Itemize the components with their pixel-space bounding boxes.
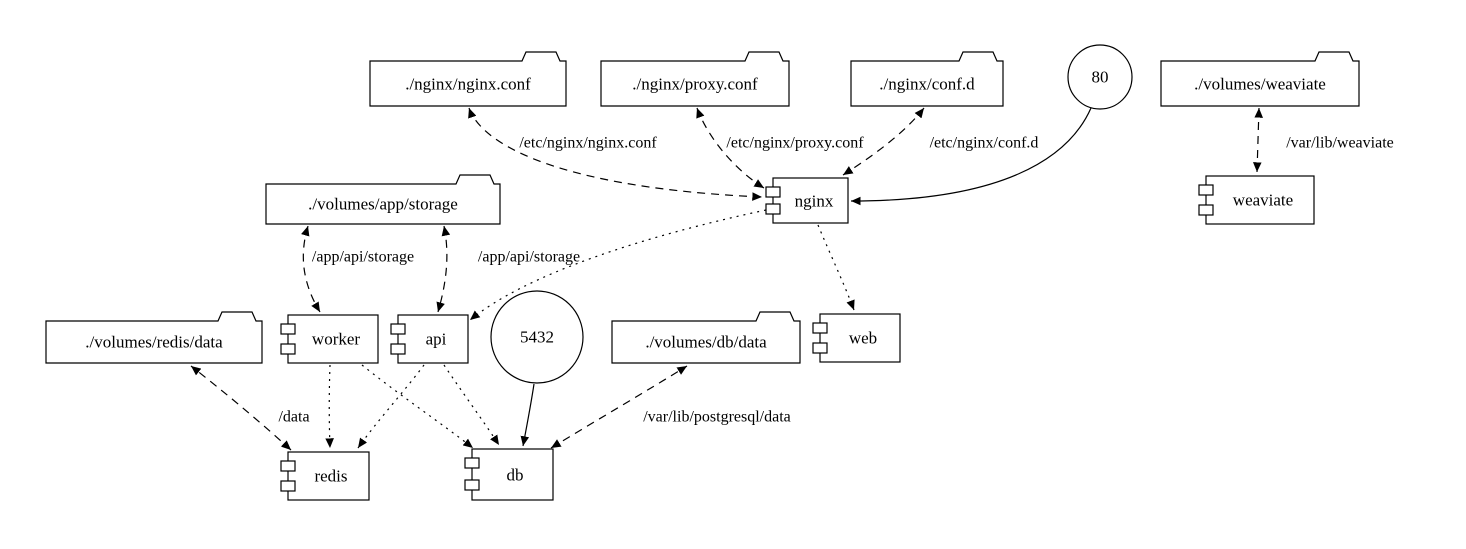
edge-redis-mount bbox=[190, 365, 292, 451]
component-tab-icon bbox=[280, 480, 296, 492]
folder-icon bbox=[611, 311, 801, 364]
node-label: ./nginx/nginx.conf bbox=[405, 75, 531, 94]
component-tab-icon bbox=[464, 479, 480, 491]
component-tab-icon bbox=[280, 460, 296, 472]
node-label: 5432 bbox=[520, 328, 554, 347]
folder-icon bbox=[1160, 51, 1360, 107]
component-tab-icon bbox=[812, 342, 828, 354]
nodes-layer: ./nginx/nginx.conf ./nginx/proxy.conf ./… bbox=[45, 44, 1360, 501]
edge-label-nginx-conf-mount: /etc/nginx/nginx.conf bbox=[519, 135, 657, 152]
node-label: web bbox=[849, 329, 877, 348]
edge-nginx-depends-api bbox=[469, 209, 767, 321]
component-tab-icon bbox=[464, 457, 480, 469]
port-circle-icon bbox=[490, 290, 584, 384]
node-api: api bbox=[390, 314, 469, 364]
edge-api-storage-mount bbox=[436, 225, 451, 313]
node-label: worker bbox=[312, 330, 360, 349]
node-nginx: nginx bbox=[765, 177, 849, 224]
edge-nginx-conf-mount bbox=[468, 107, 763, 201]
component-tab-icon bbox=[390, 323, 406, 335]
component-box bbox=[819, 313, 901, 363]
component-tab-icon bbox=[1198, 184, 1214, 196]
node-nginx-conf: ./nginx/nginx.conf bbox=[369, 51, 567, 107]
node-proxy-conf: ./nginx/proxy.conf bbox=[600, 51, 790, 107]
component-tab-icon bbox=[1198, 204, 1214, 216]
node-label: ./volumes/weaviate bbox=[1194, 75, 1326, 94]
node-label: ./volumes/redis/data bbox=[85, 333, 223, 352]
node-web: web bbox=[812, 313, 901, 363]
port-circle-icon bbox=[1067, 44, 1133, 110]
component-box bbox=[287, 451, 370, 501]
node-label: 80 bbox=[1092, 68, 1109, 87]
folder-icon bbox=[265, 174, 501, 225]
node-label: nginx bbox=[795, 192, 834, 211]
edge-label-proxy-conf-mount: /etc/nginx/proxy.conf bbox=[726, 135, 864, 152]
edge-api-depends-redis bbox=[357, 364, 425, 449]
folder-icon bbox=[369, 51, 567, 107]
edge-label-conf-d-mount: /etc/nginx/conf.d bbox=[930, 135, 1039, 152]
component-tab-icon bbox=[280, 343, 296, 355]
node-label: ./nginx/conf.d bbox=[879, 75, 975, 94]
component-tab-icon bbox=[765, 186, 781, 198]
edge-api-depends-db bbox=[443, 364, 500, 446]
edge-nginx-depends-web bbox=[817, 224, 855, 311]
edge-label-worker-storage-mount: /app/api/storage bbox=[312, 249, 414, 266]
node-label: api bbox=[426, 330, 447, 349]
component-tab-icon bbox=[812, 322, 828, 334]
edge-labels-layer: /etc/nginx/nginx.conf /etc/nginx/proxy.c… bbox=[278, 135, 1393, 426]
folder-icon bbox=[600, 51, 790, 107]
component-tab-icon bbox=[280, 323, 296, 335]
node-volumes-app-storage: ./volumes/app/storage bbox=[265, 174, 501, 225]
edge-weaviate-mount bbox=[1252, 107, 1264, 173]
node-worker: worker bbox=[280, 314, 379, 364]
component-box bbox=[471, 448, 554, 501]
node-redis: redis bbox=[280, 451, 370, 501]
edge-port-80-nginx bbox=[850, 107, 1092, 206]
node-volumes-db-data: ./volumes/db/data bbox=[611, 311, 801, 364]
node-label: ./nginx/proxy.conf bbox=[632, 75, 758, 94]
component-box bbox=[287, 314, 379, 364]
node-conf-d: ./nginx/conf.d bbox=[850, 51, 1004, 107]
edge-worker-storage-mount bbox=[301, 225, 321, 313]
edge-label-redis-mount: /data bbox=[278, 409, 309, 426]
node-db: db bbox=[464, 448, 554, 501]
edges-layer bbox=[190, 107, 1264, 451]
node-port-5432: 5432 bbox=[490, 290, 584, 384]
folder-icon bbox=[850, 51, 1004, 107]
node-volumes-redis-data: ./volumes/redis/data bbox=[45, 311, 263, 364]
component-tab-icon bbox=[390, 343, 406, 355]
edge-worker-depends-db bbox=[361, 364, 474, 449]
edge-port-5432-db bbox=[520, 383, 535, 447]
folder-icon bbox=[45, 311, 263, 364]
node-label: db bbox=[507, 466, 524, 485]
node-label: redis bbox=[314, 467, 347, 486]
edge-label-db-mount: /var/lib/postgresql/data bbox=[643, 409, 791, 426]
edge-worker-depends-redis bbox=[325, 364, 334, 449]
edge-label-weaviate-mount: /var/lib/weaviate bbox=[1286, 135, 1394, 152]
component-box bbox=[1205, 175, 1315, 225]
node-label: ./volumes/db/data bbox=[645, 333, 767, 352]
node-volumes-weaviate: ./volumes/weaviate bbox=[1160, 51, 1360, 107]
component-tab-icon bbox=[765, 203, 781, 215]
edge-db-mount bbox=[550, 365, 688, 449]
node-port-80: 80 bbox=[1067, 44, 1133, 110]
edge-label-api-storage-mount: /app/api/storage bbox=[478, 249, 580, 266]
node-label: ./volumes/app/storage bbox=[308, 195, 458, 214]
node-label: weaviate bbox=[1233, 191, 1293, 210]
node-weaviate: weaviate bbox=[1198, 175, 1315, 225]
component-box bbox=[397, 314, 469, 364]
component-box bbox=[772, 177, 849, 224]
